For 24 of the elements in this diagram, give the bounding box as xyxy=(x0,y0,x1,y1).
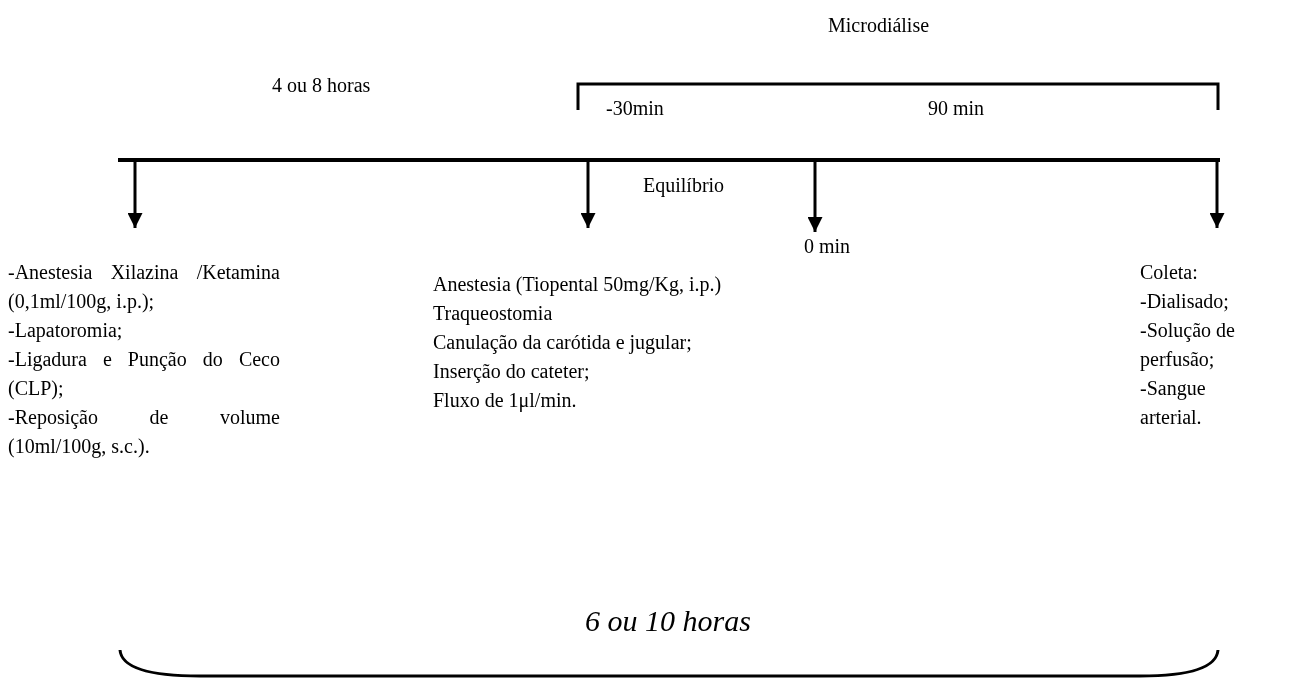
step-text: -Dialisado; xyxy=(1140,289,1230,314)
arrow xyxy=(1209,162,1225,228)
arrow xyxy=(580,162,596,228)
duration-label: 6 ou 10 horas xyxy=(585,604,751,638)
step-text: Fluxo de 1μl/min. xyxy=(433,388,578,414)
step-text: 0 min xyxy=(804,232,864,261)
step-text: Anestesia (Tiopental 50mg/Kg, i.p.) xyxy=(433,272,723,298)
step-text: -Reposição de volume (10ml/100g, s.c.). xyxy=(8,405,280,460)
step-text: Traqueostomia xyxy=(433,301,554,327)
step-text: -Anestesia Xilazina /Ketamina (0,1ml/100g, i.p.); xyxy=(8,260,280,315)
step-text: -Ligadura e Punção do Ceco (CLP); xyxy=(8,347,280,402)
step-text: -Solução de perfusão; xyxy=(1140,318,1236,373)
arrow xyxy=(807,162,823,232)
timeline-label: 90 min xyxy=(928,97,985,120)
step-text: -Lapatoromia; xyxy=(8,318,124,344)
step-text: -Sangue arterial. xyxy=(1140,376,1207,430)
step-text: Coleta: xyxy=(1140,260,1199,285)
step-text: Inserção do cateter; xyxy=(433,359,591,385)
timeline-label: 4 ou 8 horas xyxy=(272,74,371,97)
step-text: Canulação da carótida e jugular; xyxy=(433,330,693,356)
timeline-label: Equilíbrio xyxy=(643,174,725,197)
timeline-label: Microdiálise xyxy=(828,14,930,37)
timeline-label: -30min xyxy=(606,97,664,120)
arrow xyxy=(127,162,143,228)
